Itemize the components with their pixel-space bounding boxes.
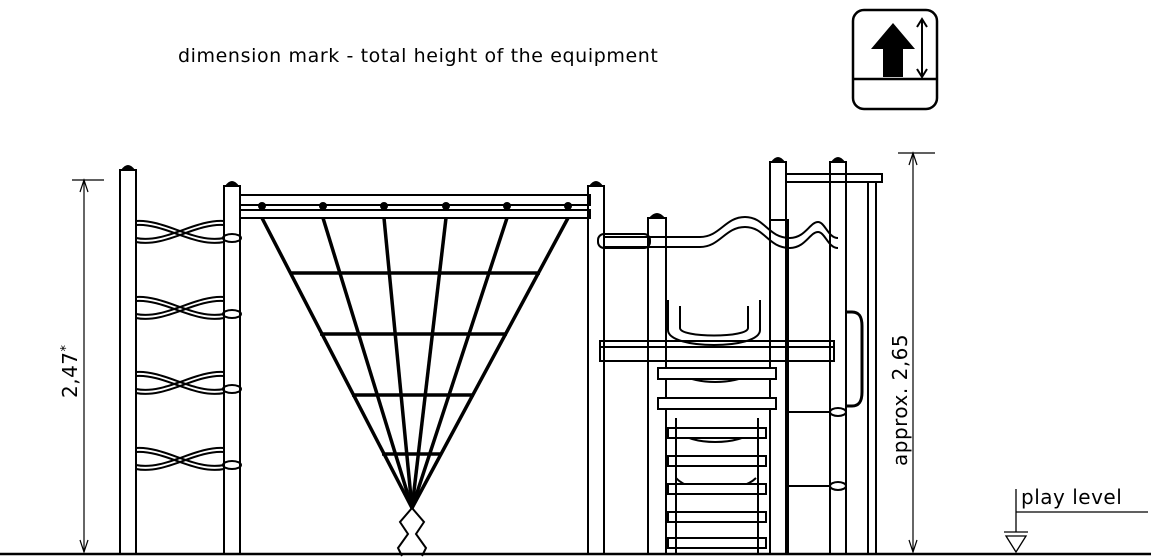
total-height-dimension-mark-icon — [851, 8, 939, 111]
right-height-value: approx. 2,65 — [888, 334, 912, 466]
play-level-label: play level — [1021, 485, 1122, 509]
right-tower — [597, 157, 883, 555]
left-height-dimension: 2,47* — [58, 178, 104, 554]
left-climbing-frame — [119, 165, 242, 555]
play-level-marker: play level — [1004, 485, 1148, 554]
middle-post — [587, 181, 605, 555]
twisted-rungs — [135, 219, 242, 471]
rope-pyramid-net — [239, 194, 591, 557]
legend-caption: dimension mark - total height of the equ… — [178, 45, 658, 67]
right-height-dimension: approx. 2,65 — [888, 151, 935, 554]
left-height-value: 2,47* — [58, 344, 82, 398]
